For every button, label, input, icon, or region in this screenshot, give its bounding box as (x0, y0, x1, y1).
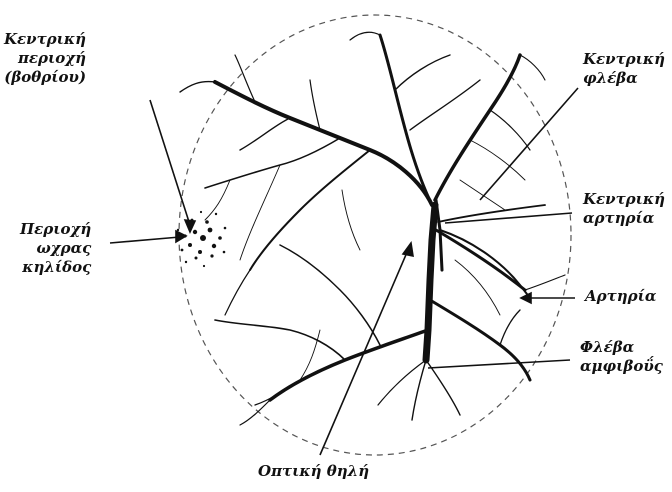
label-line: (βοθρίου) (4, 68, 86, 87)
label-optic-disc: Οπτική θηλή (258, 462, 369, 481)
label-central-artery: Κεντρική αρτηρία (583, 190, 665, 228)
label-artery: Αρτηρία (585, 287, 656, 306)
label-line: Αρτηρία (585, 287, 656, 306)
label-line: Φλέβα (580, 338, 663, 357)
label-line: Περιοχή (20, 220, 91, 239)
central-vessels (180, 32, 565, 425)
label-central-vein: Κεντρική φλέβα (583, 50, 665, 88)
label-line: αρτηρία (583, 209, 665, 228)
label-line: αμφιβοΰς (580, 357, 663, 376)
label-line: κηλίδος (20, 258, 91, 277)
label-line: περιοχή (4, 49, 86, 68)
label-macula: Περιοχή ωχρας κηλίδος (20, 220, 91, 277)
label-vein: Φλέβα αμφιβοΰς (580, 338, 663, 376)
label-line: φλέβα (583, 69, 665, 88)
label-line: Κεντρική (583, 190, 665, 209)
label-line: ωχρας (20, 239, 91, 258)
label-central-region: Κεντρική περιοχή (βοθρίου) (4, 30, 86, 87)
label-line: Κεντρική (4, 30, 86, 49)
label-line: Οπτική θηλή (258, 462, 369, 481)
retina-outline (179, 15, 571, 455)
label-line: Κεντρική (583, 50, 665, 69)
